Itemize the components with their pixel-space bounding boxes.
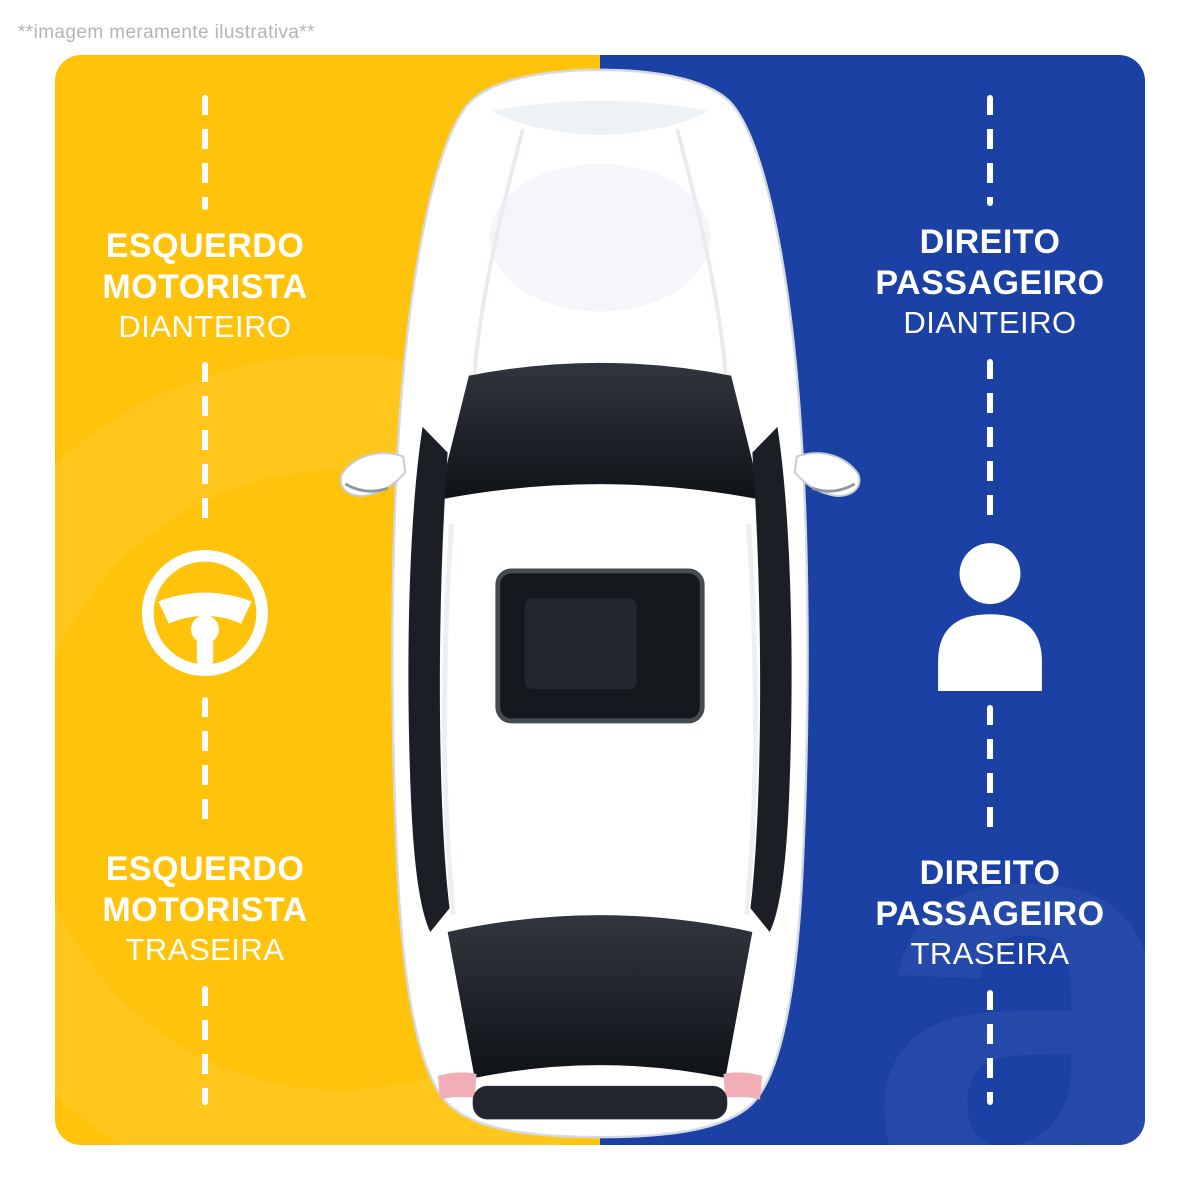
steering-wheel-icon [135, 543, 275, 683]
car-illustration [330, 60, 870, 1145]
driver-side-column: ESQUERDO MOTORISTA DIANTEIRO ESQUERDO MO… [55, 95, 375, 1105]
dashed-line-segment [987, 358, 993, 520]
car-top-view [339, 68, 861, 1139]
dashed-line-segment [202, 95, 208, 211]
label-line: MOTORISTA [102, 267, 308, 306]
label-line: ESQUERDO [105, 850, 305, 889]
right-side-window [750, 426, 792, 932]
label-line: PASSAGEIRO [875, 264, 1105, 303]
dashed-line-segment [987, 989, 993, 1105]
label-rear-right: DIREITO PASSAGEIRO TRASEIRA [875, 853, 1104, 973]
label-line: ESQUERDO [105, 227, 305, 266]
label-line: MOTORISTA [102, 891, 308, 930]
car-orientation-panel: a ESQUERDO MOTORISTA DIANTEIRO ESQUERDO … [55, 55, 1145, 1145]
dashed-line-segment [202, 362, 208, 529]
hood-crease-right [675, 128, 728, 374]
label-line: DIREITO [919, 854, 1061, 893]
left-mirror [339, 452, 407, 497]
label-line: DIANTEIRO [118, 308, 292, 344]
rear-window-glass [447, 915, 753, 1078]
dashed-line-segment [202, 985, 208, 1105]
watermark-letter: a [867, 671, 1145, 1145]
passenger-side-column: DIREITO PASSAGEIRO DIANTEIRO DIREITO PAS… [820, 95, 1145, 1105]
taillight-left [438, 1072, 477, 1100]
rear-bumper [472, 1085, 728, 1120]
label-line: TRASEIRA [910, 935, 1070, 971]
sunroof-inner [524, 598, 637, 690]
dashed-line-segment [202, 696, 208, 834]
label-line: TRASEIRA [125, 931, 285, 967]
roof-seam-left [442, 523, 456, 915]
passenger-person-icon [920, 533, 1060, 692]
label-line: DIREITO [919, 223, 1061, 262]
label-front-right: DIREITO PASSAGEIRO DIANTEIRO [875, 222, 1104, 342]
right-mirror [793, 452, 861, 497]
dashed-line-segment [987, 705, 993, 838]
hood-shading [492, 100, 708, 135]
label-line: PASSAGEIRO [875, 895, 1105, 934]
hood-crease-left [472, 128, 525, 374]
hood-highlight [489, 163, 711, 312]
dashed-line-segment [987, 95, 993, 207]
roof-seam-right [744, 523, 758, 915]
label-front-left: ESQUERDO MOTORISTA DIANTEIRO [102, 226, 307, 346]
disclaimer-text: **imagem meramente ilustrativa** [18, 22, 315, 43]
taillight-right [723, 1072, 762, 1100]
windshield-glass [438, 362, 762, 500]
left-side-window [408, 426, 450, 932]
label-rear-left: ESQUERDO MOTORISTA TRASEIRA [102, 849, 307, 969]
label-line: DIANTEIRO [903, 304, 1077, 340]
